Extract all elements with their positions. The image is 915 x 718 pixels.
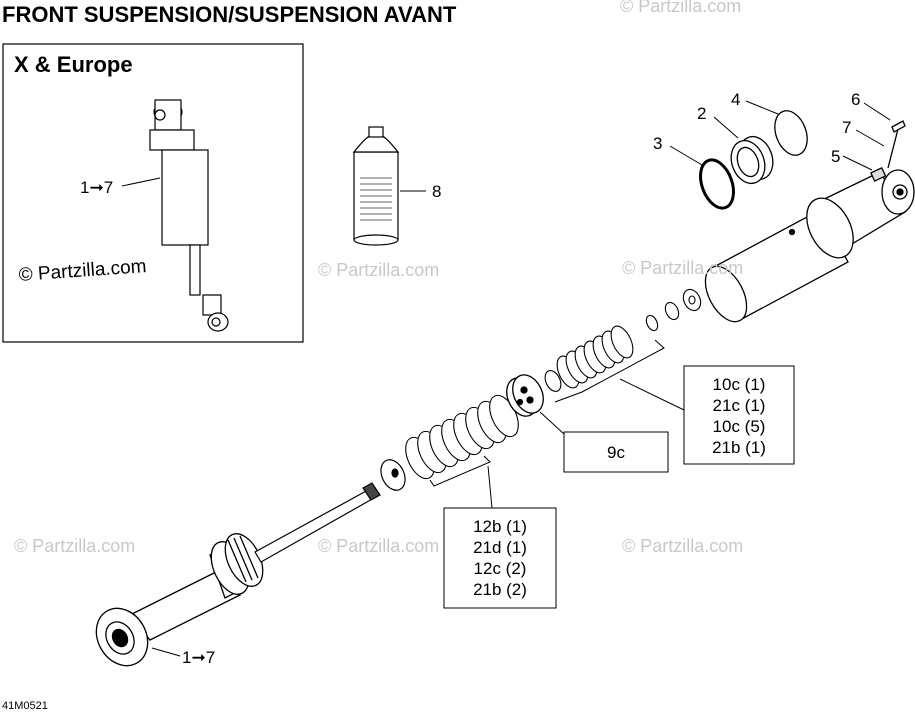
shim-stack-lower bbox=[405, 394, 519, 480]
piston-washer bbox=[544, 370, 562, 392]
box-12b-line-1: 12b (1) bbox=[473, 517, 527, 536]
piston bbox=[506, 374, 544, 417]
box-10c: 10c (1) 21c (1) 10c (5) 21b (1) bbox=[684, 374, 794, 458]
valve-screw bbox=[887, 120, 906, 169]
diaphragm bbox=[774, 110, 808, 156]
box-10c-line-1: 10c (1) bbox=[712, 375, 766, 394]
box-10c-line-3: 10c (5) bbox=[712, 417, 766, 436]
inset-title: X & Europe bbox=[14, 52, 133, 77]
watermark-3: © Partzilla.com bbox=[14, 536, 136, 556]
page-title: FRONT SUSPENSION/SUSPENSION AVANT bbox=[2, 2, 457, 27]
box-12b-line-3: 12c (2) bbox=[473, 559, 527, 578]
shaft-seal-body bbox=[209, 533, 264, 599]
box-9c-frame bbox=[563, 431, 669, 473]
oil-bottle bbox=[352, 126, 400, 246]
inset-shock-drawing bbox=[149, 99, 229, 332]
callout-1-7: 1➞7 bbox=[182, 648, 216, 667]
callout-5: 5 bbox=[831, 147, 841, 166]
box-10c-line-2: 21c (1) bbox=[712, 396, 766, 415]
nut-and-washers bbox=[645, 288, 702, 332]
shim-stack-upper bbox=[556, 325, 634, 389]
lower-eye-assembly bbox=[95, 569, 242, 667]
inset-frame bbox=[2, 43, 304, 343]
box-9c: 9c bbox=[564, 442, 668, 463]
watermark-5: © Partzilla.com bbox=[622, 536, 744, 556]
callout-7: 7 bbox=[842, 118, 852, 137]
valve-cap bbox=[870, 166, 887, 182]
leader-lines bbox=[121, 100, 891, 657]
watermark-1: © Partzilla.com bbox=[318, 260, 440, 280]
inset-callout-1-7: 1➞7 bbox=[80, 178, 114, 197]
box-10c-line-4: 21b (1) bbox=[712, 438, 766, 457]
piston-rod bbox=[254, 482, 381, 563]
box-12b-frame bbox=[443, 507, 557, 609]
watermark-2: © Partzilla.com bbox=[622, 258, 744, 278]
seal-cap-inner bbox=[736, 146, 760, 178]
diagram-code: 41M0521 bbox=[2, 700, 48, 712]
callout-6: 6 bbox=[851, 90, 861, 109]
callout-4: 4 bbox=[731, 90, 741, 109]
rod-washer bbox=[380, 459, 406, 491]
shock-body bbox=[704, 169, 915, 323]
watermark-4: © Partzilla.com bbox=[318, 536, 440, 556]
o-ring bbox=[699, 158, 735, 210]
top-parts bbox=[699, 110, 906, 210]
box-9c-line: 9c bbox=[607, 443, 625, 462]
box-12b-line-2: 21d (1) bbox=[473, 538, 527, 557]
box-10c-frame bbox=[683, 365, 795, 465]
callout-8: 8 bbox=[432, 182, 442, 201]
watermark-top: © Partzilla.com bbox=[620, 0, 742, 16]
callout-3: 3 bbox=[653, 134, 663, 153]
box-12b: 12b (1) 21d (1) 12c (2) 21b (2) bbox=[444, 516, 556, 600]
callout-2: 2 bbox=[697, 104, 707, 123]
box-12b-line-4: 21b (2) bbox=[473, 580, 527, 599]
